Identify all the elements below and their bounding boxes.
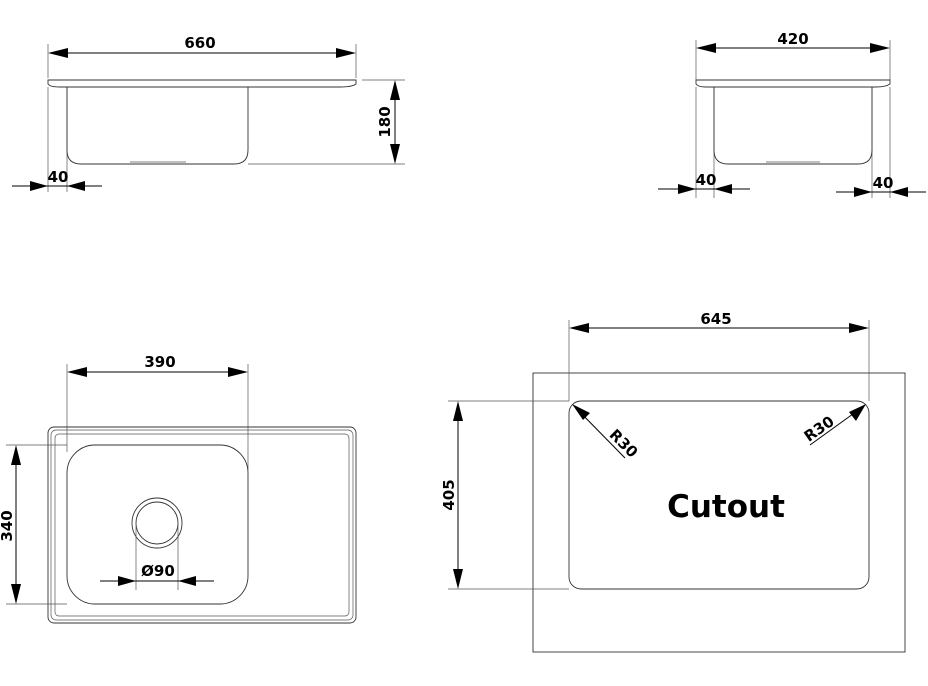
top-deck-outer: [47, 426, 357, 624]
arrow-in-right: [714, 184, 732, 194]
drain-inner: [135, 501, 179, 545]
arrow-up: [11, 445, 21, 465]
arrow-down: [390, 144, 400, 164]
arrow-in-left: [854, 187, 872, 197]
cutout-title: Cutout: [667, 489, 785, 525]
side-width-label: 420: [777, 30, 808, 48]
arrow-in-right: [178, 576, 196, 586]
arrow-in-right: [67, 181, 85, 191]
side-flange-right-label: 40: [873, 174, 894, 192]
front-flange-label: 40: [48, 168, 69, 186]
arrow-in-left: [30, 181, 48, 191]
front-width-label: 660: [184, 34, 215, 52]
arrow-right: [336, 48, 356, 58]
arrow-left: [569, 323, 589, 333]
arrow-right: [870, 43, 890, 53]
arrow-up: [390, 80, 400, 100]
arrow-down: [11, 584, 21, 604]
side-deck: [695, 79, 891, 88]
countertop-outline: [532, 372, 906, 653]
radius-left-label: R30: [606, 426, 642, 462]
drain-outer: [131, 497, 183, 549]
top-deck-mid: [50, 429, 354, 621]
top-deck-inner: [54, 433, 350, 617]
top-width-label: 390: [144, 353, 175, 371]
arrow-down: [453, 569, 463, 589]
radius-right-label: R30: [801, 412, 838, 445]
cutout-outline: [568, 400, 870, 590]
arrow-right: [849, 323, 869, 333]
front-view: 660 180 40: [12, 34, 405, 192]
arrow-up: [453, 401, 463, 421]
cutout-view: 645 405 R30 R30 Cutout: [440, 310, 906, 653]
top-bowl: [66, 444, 249, 605]
arrow-left: [696, 43, 716, 53]
arrow-in-right: [890, 187, 908, 197]
arrow-left: [67, 367, 87, 377]
side-flange-left-label: 40: [696, 171, 717, 189]
top-length-label: 340: [0, 510, 16, 541]
front-deck: [47, 79, 357, 88]
top-view: 390 Ø90 340: [0, 353, 357, 624]
arrow-in-left: [678, 184, 696, 194]
arrow-right: [228, 367, 248, 377]
cutout-width-label: 645: [700, 310, 731, 328]
side-bowl: [713, 87, 873, 165]
front-depth-label: 180: [376, 106, 394, 137]
side-view: 420 40 40: [658, 30, 926, 198]
arrow-left: [48, 48, 68, 58]
arrow-radius-right: [849, 404, 866, 421]
cutout-height-label: 405: [440, 479, 458, 510]
front-bowl: [66, 87, 249, 165]
arrow-radius-left: [572, 404, 590, 420]
drain-label: Ø90: [141, 562, 175, 580]
arrow-in-left: [118, 576, 136, 586]
